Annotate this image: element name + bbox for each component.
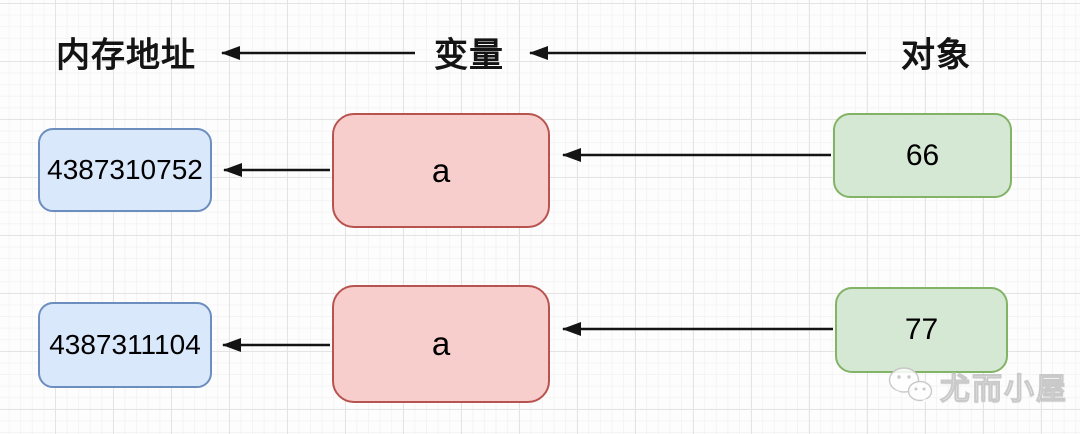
watermark: 尤而小屋 — [886, 364, 1068, 408]
row1-object-value: 66 — [905, 138, 940, 172]
row2-memory-address-box: 4387311104 — [38, 302, 212, 388]
row1-variable-box: a — [332, 113, 550, 228]
row2-variable-box: a — [332, 285, 550, 403]
row1-memory-address-box: 4387310752 — [38, 128, 212, 212]
row2-object-box: 77 — [835, 287, 1008, 373]
variable-label: 变量 — [434, 36, 504, 75]
row2-variable-name: a — [431, 325, 451, 362]
wechat-icon — [888, 367, 933, 404]
row2-memory-address-value: 4387311104 — [49, 329, 201, 360]
row1-variable-name: a — [431, 151, 451, 189]
watermark-text: 尤而小屋 — [940, 373, 1068, 407]
row1-memory-address-value: 4387310752 — [47, 154, 203, 185]
memory-address-label: 内存地址 — [56, 36, 196, 75]
row1-object-box: 66 — [833, 113, 1012, 198]
object-label: 对象 — [901, 36, 971, 75]
row2-object-value: 77 — [904, 313, 939, 346]
